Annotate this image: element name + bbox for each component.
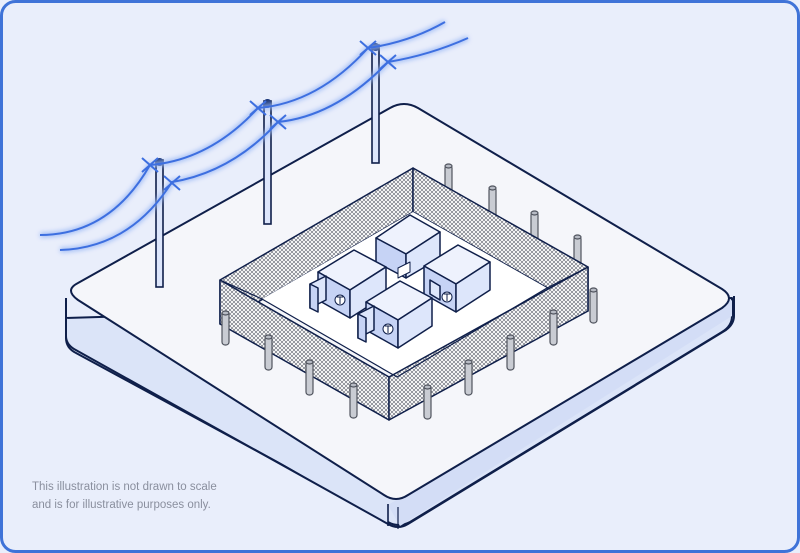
disclaimer-line-2: and is for illustrative purposes only. bbox=[32, 499, 211, 511]
power-pole-2 bbox=[263, 99, 272, 225]
power-pole-1 bbox=[155, 158, 164, 288]
equipment-unit-2 bbox=[309, 249, 387, 319]
equipment-unit-4 bbox=[357, 280, 433, 349]
disclaimer-line-1: This illustration is not drawn to scale bbox=[32, 481, 217, 493]
equipment-unit-3 bbox=[423, 244, 491, 313]
bollards-front bbox=[221, 287, 598, 420]
power-pole-3 bbox=[371, 43, 380, 164]
bollards-back bbox=[444, 163, 582, 270]
fence-front bbox=[219, 266, 589, 421]
equipment-units bbox=[309, 214, 491, 349]
disclaimer-text: This illustration is not drawn to scale … bbox=[32, 478, 292, 514]
insulators bbox=[141, 40, 397, 191]
equipment-unit-1 bbox=[375, 214, 441, 279]
